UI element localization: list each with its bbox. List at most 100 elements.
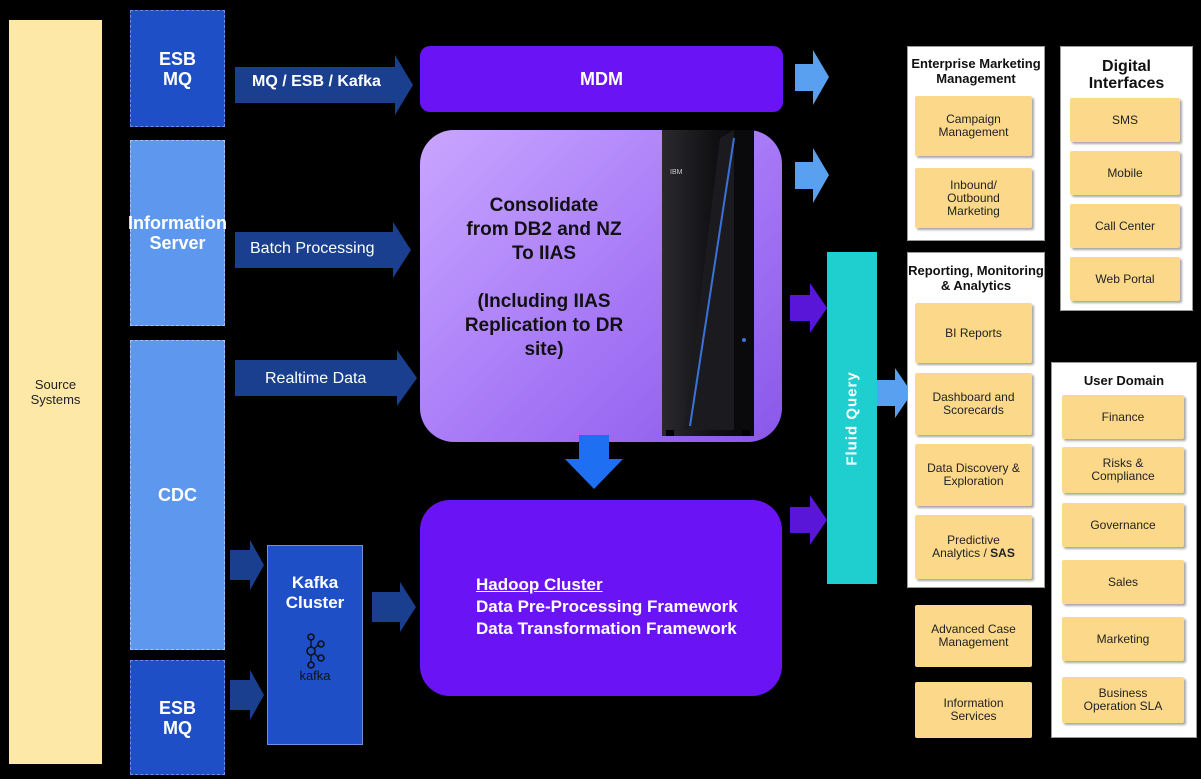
enterprise-title-line2: Management — [936, 71, 1016, 86]
governance-card: Governance — [1062, 503, 1184, 547]
source-systems-box: Source Systems — [9, 20, 102, 764]
sales-label: Sales — [1107, 574, 1139, 589]
kafka-cluster-box — [267, 545, 363, 745]
hadoop-to-fluid-arrow — [790, 495, 827, 545]
bi-reports-label: BI Reports — [945, 325, 1002, 340]
mq-esb-kafka-arrow — [235, 55, 413, 115]
predictive-line1: Predictive — [947, 533, 1000, 547]
realtime-data-arrow — [235, 350, 417, 406]
discovery-line2: Exploration — [943, 474, 1004, 488]
iias-line1: Consolidate — [489, 195, 599, 216]
web-portal-label: Web Portal — [1095, 271, 1155, 286]
iias-line4: (Including IIAS — [477, 291, 611, 312]
information-services-line2: Services — [950, 709, 997, 723]
fluid-query-box: Fluid Query — [827, 252, 877, 584]
fluid-to-reporting-arrow — [877, 368, 912, 418]
iias-out-arrow-top — [795, 148, 829, 203]
call-center-label: Call Center — [1094, 218, 1156, 233]
iias-line2: from DB2 and NZ — [466, 219, 622, 240]
iias-line3: To IIAS — [511, 243, 577, 264]
mobile-label: Mobile — [1107, 165, 1143, 180]
digital-title-line2: Interfaces — [1088, 75, 1165, 92]
sms-card: SMS — [1070, 98, 1180, 142]
risks-line2: Compliance — [1091, 469, 1155, 483]
cdc-box: CDC — [130, 340, 225, 650]
source-label-line2: Systems — [30, 392, 81, 407]
information-services-line1: Information — [943, 696, 1004, 710]
hadoop-title: Hadoop Cluster — [476, 575, 603, 594]
inbound-line3: Marketing — [947, 203, 1000, 218]
kafka-cluster-title: Kafka Cluster — [267, 573, 363, 613]
iias-to-hadoop-arrow — [565, 435, 623, 489]
web-portal-card: Web Portal — [1070, 257, 1180, 301]
kafka-title-line1: Kafka — [291, 573, 339, 592]
esb-bottom-label: ESB — [158, 697, 196, 718]
ibm-server-image: IBM — [662, 130, 754, 436]
call-center-card: Call Center — [1070, 204, 1180, 248]
hadoop-cluster-box — [420, 500, 782, 696]
mq-top-label: MQ — [162, 68, 192, 89]
governance-label: Governance — [1090, 517, 1156, 532]
realtime-data-label: Realtime Data — [265, 370, 367, 387]
mq-esb-kafka-label: MQ / ESB / Kafka — [252, 73, 381, 90]
kafka-to-hadoop-arrow — [372, 582, 416, 632]
hadoop-line1: Data Pre-Processing Framework — [476, 597, 738, 616]
campaign-line1: Campaign — [946, 112, 1001, 126]
bi-reports-card: BI Reports — [915, 303, 1032, 363]
dashboard-line2: Scorecards — [943, 403, 1004, 417]
digital-title-line1: Digital — [1102, 58, 1151, 75]
inbound-line1: Inbound/ — [950, 177, 997, 192]
fluid-query-label: Fluid Query — [843, 370, 861, 466]
business-line1: Business — [1098, 686, 1148, 700]
information-label: Information — [128, 213, 227, 233]
mq-bottom-label: MQ — [162, 717, 192, 738]
inbound-line2: Outbound — [947, 190, 1000, 205]
iias-line5: Replication to DR — [464, 315, 624, 336]
sales-card: Sales — [1062, 560, 1184, 604]
iias-text: Consolidate from DB2 and NZ To IIAS (Inc… — [430, 194, 658, 362]
hadoop-text: Hadoop Cluster Data Pre-Processing Frame… — [476, 574, 776, 640]
data-discovery-card: Data Discovery &Exploration — [915, 444, 1032, 506]
server-label: Server — [149, 233, 206, 253]
campaign-line2: Management — [938, 125, 1009, 139]
reporting-title-line2: & Analytics — [940, 278, 1012, 293]
finance-card: Finance — [1062, 395, 1184, 439]
risks-compliance-card: Risks &Compliance — [1062, 447, 1184, 493]
mdm-box: MDM — [420, 46, 783, 112]
cdc-label: CDC — [158, 485, 197, 505]
mdm-label: MDM — [580, 68, 623, 89]
business-line2: Operation SLA — [1083, 699, 1163, 713]
marketing-label: Marketing — [1096, 631, 1150, 646]
reporting-title: Reporting, Monitoring & Analytics — [907, 263, 1045, 293]
sas-label: SAS — [990, 546, 1015, 560]
user-domain-title: User Domain — [1083, 373, 1165, 388]
finance-label: Finance — [1101, 409, 1145, 424]
dashboard-line1: Dashboard and — [932, 390, 1015, 404]
advanced-case-line2: Management — [938, 635, 1009, 649]
digital-interfaces-title: Digital Interfaces — [1060, 58, 1193, 92]
advanced-case-line1: Advanced Case — [931, 622, 1016, 636]
mobile-card: Mobile — [1070, 151, 1180, 195]
ibm-server-brand: IBM — [670, 169, 683, 176]
kafka-logo-icon — [306, 633, 325, 669]
enterprise-marketing-title: Enterprise Marketing Management — [907, 56, 1045, 86]
marketing-card: Marketing — [1062, 617, 1184, 661]
hadoop-line2: Data Transformation Framework — [476, 619, 737, 638]
predictive-line2: Analytics / — [932, 546, 991, 560]
risks-line1: Risks & — [1102, 456, 1144, 470]
esb-top-label: ESB — [158, 48, 196, 69]
iias-to-fluid-arrow — [790, 283, 827, 333]
enterprise-title-line1: Enterprise Marketing — [911, 56, 1041, 71]
batch-processing-arrow — [235, 222, 411, 278]
esb-to-kafka-arrow — [230, 670, 264, 720]
discovery-line1: Data Discovery & — [927, 461, 1020, 475]
source-label-line1: Source — [34, 377, 77, 392]
